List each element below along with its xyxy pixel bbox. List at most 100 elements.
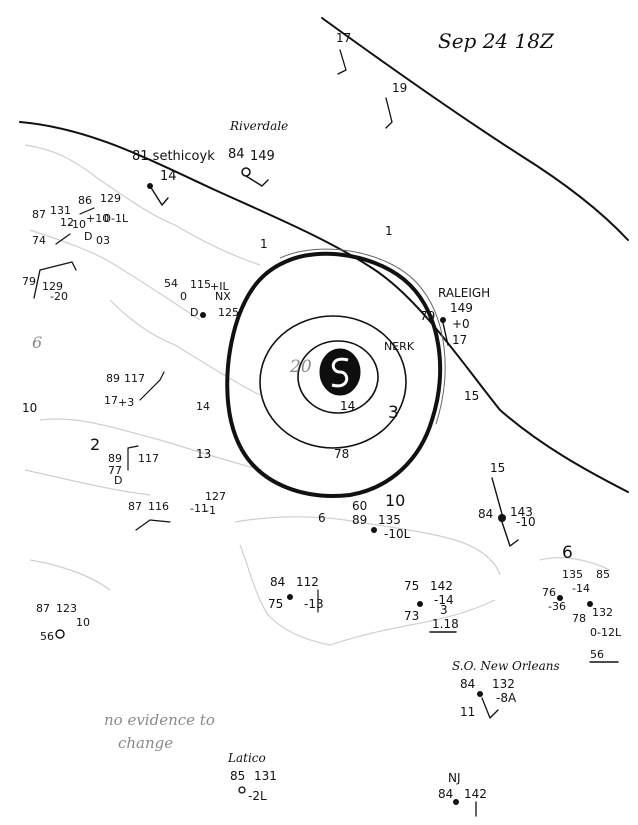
storm-system: 20 3 (225, 248, 446, 498)
station-value: -11 (190, 502, 208, 515)
date-label: Sep 24 18Z (438, 29, 555, 53)
station-center-sw: 89 117 +3 17 14 (104, 371, 210, 413)
station-value: 149 (250, 149, 275, 164)
station-new-orleans: 84 132 -8A 11 (460, 677, 517, 719)
station-value: 117 (138, 452, 159, 465)
station-far-east: 6 85 135 -14 78 132 0-12L 56 76 -36 (542, 543, 622, 663)
station-value: 84 (228, 147, 245, 162)
station-value: 17 (104, 394, 118, 407)
station-value: 14 (196, 400, 210, 413)
station-value: 112 (296, 575, 319, 589)
place-new-orleans: S.O. New Orleans (452, 659, 560, 673)
station-value: 85 (230, 769, 245, 783)
misc-value: 6 (32, 333, 42, 352)
station-circle (55, 629, 65, 639)
station-value: 125 (218, 306, 239, 319)
station-value: 123 (56, 602, 77, 615)
station-south: 60 10 89 135 -10L (352, 491, 411, 541)
place-nerk: NERK (384, 340, 415, 353)
station-value: +3 (118, 396, 134, 409)
misc-marks: 17 19 1 1 15 10 2 6 14 13 78 6 (22, 31, 479, 525)
station-value: 75 (268, 597, 283, 611)
station-circle (241, 167, 251, 177)
station-value: D (84, 230, 92, 243)
station-value: 85 (596, 568, 610, 581)
station-circle (200, 312, 206, 318)
station-cuba-b: 75 142 -14 73 3 1.18 (404, 579, 459, 633)
station-value: 60 (352, 499, 367, 513)
wind-barb (55, 207, 95, 245)
misc-value: 19 (392, 81, 407, 95)
station-value: -13 (304, 597, 324, 611)
station-value: 12 (60, 216, 74, 229)
station-west-a: 87 131 74 12 -10 D 03 86 129 +10 0-1L (32, 192, 129, 247)
station-circle (238, 786, 246, 794)
misc-value: 1 (385, 224, 393, 238)
station-value: 84 (270, 575, 285, 589)
isobar-label-20: 20 (289, 357, 312, 377)
place-latice: Latico (227, 751, 266, 765)
station-value: 142 (430, 579, 453, 593)
station-value: -10 (516, 515, 536, 529)
station-nj: 84 142 (438, 787, 487, 817)
station-value: 142 (464, 787, 487, 801)
station-value: +0 (452, 317, 470, 331)
station-value: 6 (562, 543, 573, 563)
station-value: 73 (404, 609, 419, 623)
wind-barb (135, 519, 171, 531)
station-value: 79 (22, 275, 36, 288)
station-value: 84 (460, 677, 475, 691)
station-value: -2L (248, 789, 267, 803)
misc-value: 78 (334, 447, 349, 461)
station-circle (557, 595, 563, 601)
station-value: 0 (180, 290, 187, 303)
place-schicoyk: 81 sethicoyk (132, 149, 215, 164)
station-value: 129 (100, 192, 121, 205)
inner-isobar (297, 340, 379, 414)
misc-value: 10 (22, 401, 37, 415)
station-value: 115 (190, 278, 211, 291)
station-value: 17 (452, 333, 467, 347)
station-value: 10 (385, 491, 405, 510)
station-sw-a: 89 117 77 D (108, 445, 159, 487)
station-value: 79 (420, 309, 435, 323)
station-value: +IL (210, 280, 229, 293)
wind-barb (245, 175, 269, 187)
front-line-north (321, 17, 629, 241)
station-value: -14 (434, 593, 454, 607)
station-value: 0-12L (590, 626, 622, 639)
station-value: 03 (96, 234, 110, 247)
station-circle (498, 514, 506, 522)
station-value: 11 (460, 705, 475, 719)
front-line-main (19, 121, 629, 493)
coastlines (24, 144, 611, 646)
place-nx: NX (215, 290, 231, 303)
station-circle (371, 527, 377, 533)
outer-isobar-shade (279, 248, 446, 425)
station-value: 84 (438, 787, 453, 801)
station-circle (453, 799, 459, 805)
station-riverdale: 84 149 (228, 147, 275, 187)
misc-value: 14 (340, 399, 355, 413)
station-value: 1.18 (432, 617, 459, 631)
station-value: 54 (164, 277, 178, 290)
misc-value: 17 (336, 31, 351, 45)
station-value: 135 (562, 568, 583, 581)
station-value: -10L (384, 527, 411, 541)
middle-isobar (259, 315, 407, 449)
station-value: 15 (490, 461, 505, 475)
station-value: 87 (128, 500, 142, 513)
misc-value: 6 (318, 511, 326, 525)
station-value: 77 (108, 464, 122, 477)
station-value: 131 (254, 769, 277, 783)
station-cuba-a: 84 112 -13 75 (268, 575, 324, 613)
station-raleigh: 79 149 +0 17 (420, 301, 473, 347)
hurricane-icon (331, 357, 349, 388)
station-value: 135 (378, 513, 401, 527)
station-value: D (190, 306, 198, 319)
station-value: 56 (40, 630, 54, 643)
misc-value: 1 (260, 237, 268, 251)
misc-value: 15 (464, 389, 479, 403)
wind-barb (337, 49, 393, 129)
